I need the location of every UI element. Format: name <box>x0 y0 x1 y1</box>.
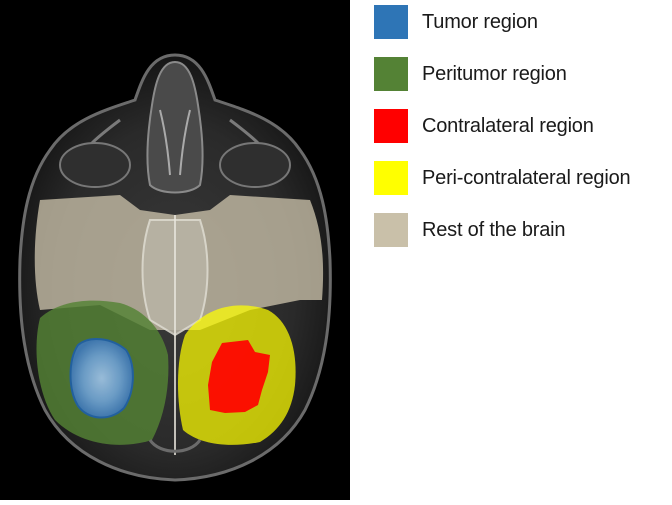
legend-item-peritumor: Peritumor region <box>374 57 672 91</box>
legend-swatch <box>374 57 408 91</box>
legend-swatch <box>374 213 408 247</box>
nasal-structure <box>146 60 204 194</box>
legend-swatch <box>374 109 408 143</box>
contralateral-region <box>208 340 270 413</box>
legend-swatch <box>374 161 408 195</box>
legend-label: Rest of the brain <box>422 218 566 241</box>
axial-brain-mri-icon <box>18 53 332 482</box>
legend-item-rest-of-brain: Rest of the brain <box>374 213 672 247</box>
legend-label: Contralateral region <box>422 114 594 137</box>
legend-label: Peritumor region <box>422 62 567 85</box>
legend-label: Peri-contralateral region <box>422 166 631 189</box>
legend-item-tumor: Tumor region <box>374 5 672 39</box>
legend-item-peri-contralateral: Peri-contralateral region <box>374 161 672 195</box>
legend-label: Tumor region <box>422 10 538 33</box>
legend-item-contralateral: Contralateral region <box>374 109 672 143</box>
legend-swatch <box>374 5 408 39</box>
tumor-region <box>69 338 134 419</box>
brain-mri-image <box>0 0 350 500</box>
